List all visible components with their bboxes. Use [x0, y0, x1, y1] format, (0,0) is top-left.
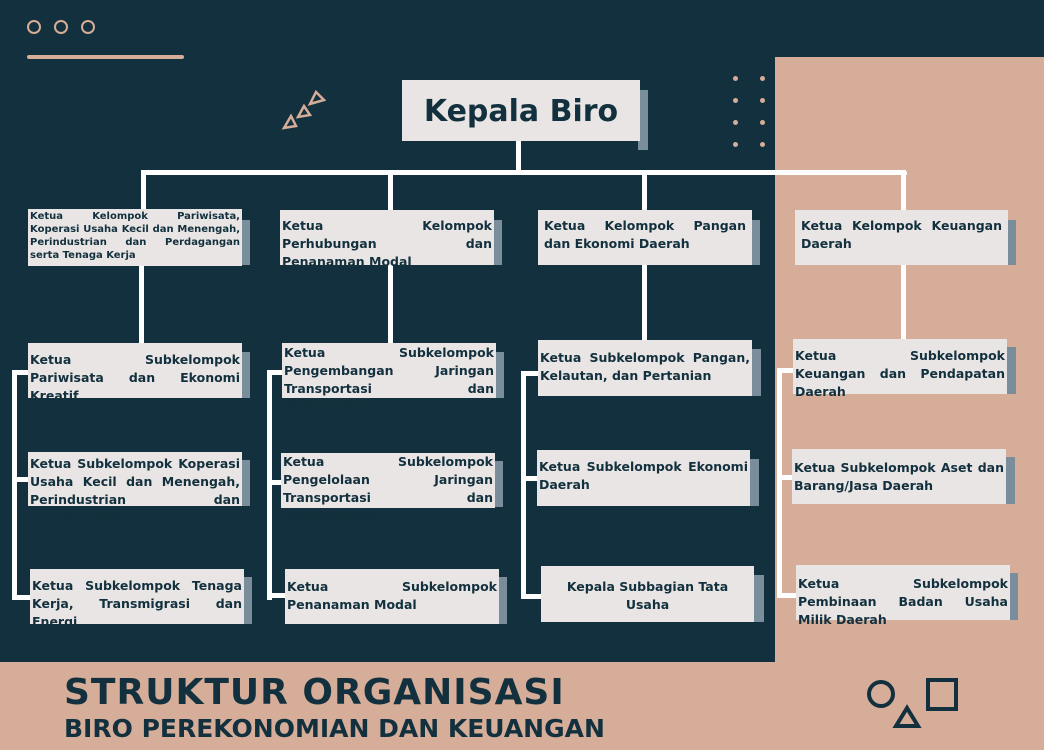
page-subtitle: BIRO PEREKONOMIAN DAN KEUANGAN	[64, 714, 605, 743]
connector-line	[901, 170, 906, 210]
footer-band	[0, 662, 1044, 750]
head-node: Kepala Biro	[402, 80, 640, 141]
connector-line	[901, 265, 906, 345]
subgroup-node: Ketua Subkelompok Pengelolaan Jaringan T…	[281, 453, 495, 523]
connector-line	[642, 265, 647, 345]
bracket-line	[777, 368, 782, 598]
bracket-line	[12, 595, 30, 600]
group-leader-node: Ketua Kelompok Pangan dan Ekonomi Daerah	[538, 210, 752, 265]
bracket-line	[521, 371, 526, 599]
connector-line	[139, 265, 144, 345]
box-shadow	[240, 220, 250, 265]
subgroup-node: Ketua Subkelompok Keuangan dan Pendapata…	[793, 339, 1007, 399]
bracket-line	[12, 477, 28, 482]
subgroup-node: Kepala Subbagian Tata Usaha	[541, 566, 754, 622]
bracket-line	[777, 475, 794, 480]
group-leader-node: Ketua Kelompok Keuangan Daerah	[795, 210, 1008, 265]
subgroup-node: Ketua Subkelompok Pangan, Kelautan, dan …	[538, 340, 752, 396]
connector-line	[642, 170, 647, 210]
window-dot-icon	[54, 20, 68, 34]
box-shadow	[1008, 573, 1018, 620]
shapes-icon	[867, 678, 958, 728]
box-shadow	[1006, 220, 1016, 265]
box-shadow	[750, 459, 759, 506]
box-shadow	[754, 575, 764, 622]
bracket-line	[12, 370, 28, 375]
bracket-line	[521, 371, 539, 376]
bracket-line	[777, 593, 798, 598]
box-shadow	[751, 349, 761, 396]
box-shadow	[750, 220, 760, 265]
window-dot-icon	[81, 20, 95, 34]
subgroup-node: Ketua Subkelompok Tenaga Kerja, Transmig…	[30, 569, 244, 629]
subgroup-node: Ketua Subkelompok Koperasi Usaha Kecil d…	[28, 452, 242, 525]
box-shadow	[497, 577, 507, 624]
subgroup-node: Ketua Subkelompok Pariwisata dan Ekonomi…	[28, 343, 242, 403]
subgroup-node: Ketua Subkelompok Penanaman Modal	[285, 569, 499, 624]
bracket-line	[777, 368, 794, 373]
connector-line	[388, 265, 393, 345]
bracket-line	[267, 370, 272, 600]
triangles-icon	[281, 89, 327, 130]
bracket-line	[267, 370, 283, 375]
group-leader-node: Ketua Kelompok Pariwisata, Koperasi Usah…	[28, 209, 242, 266]
box-shadow	[493, 461, 503, 507]
box-shadow	[494, 352, 504, 398]
window-dot-icon	[27, 20, 41, 34]
box-shadow	[492, 220, 502, 265]
bracket-line	[267, 480, 281, 485]
box-shadow	[240, 352, 250, 398]
connector-line	[516, 141, 521, 174]
group-leader-node: Ketua Kelompok Perhubungan dan Penanaman…	[280, 210, 494, 269]
connector-line	[141, 170, 146, 210]
head-title: Kepala Biro	[423, 94, 619, 129]
box-shadow	[1005, 457, 1015, 504]
box-shadow	[242, 577, 252, 624]
bracket-line	[12, 370, 17, 600]
subgroup-node: Ketua Subkelompok Ekonomi Daerah	[537, 450, 750, 506]
connector-line	[141, 170, 907, 175]
bracket-line	[521, 476, 538, 481]
subgroup-node: Ketua Subkelompok Pembinaan Badan Usaha …	[796, 565, 1010, 627]
divider	[27, 55, 184, 59]
bracket-line	[267, 593, 285, 598]
box-shadow	[638, 90, 648, 150]
box-shadow	[1006, 347, 1016, 394]
page-title: STRUKTUR ORGANISASI	[64, 672, 565, 713]
connector-line	[388, 170, 393, 210]
subgroup-node: Ketua Subkelompok Pengembangan Jaringan …	[282, 343, 496, 414]
subgroup-label: Kepala Subbagian Tata Usaha	[566, 578, 729, 612]
box-shadow	[240, 460, 250, 506]
subgroup-node: Ketua Subkelompok Aset dan Barang/Jasa D…	[792, 449, 1006, 504]
bracket-line	[521, 594, 542, 599]
